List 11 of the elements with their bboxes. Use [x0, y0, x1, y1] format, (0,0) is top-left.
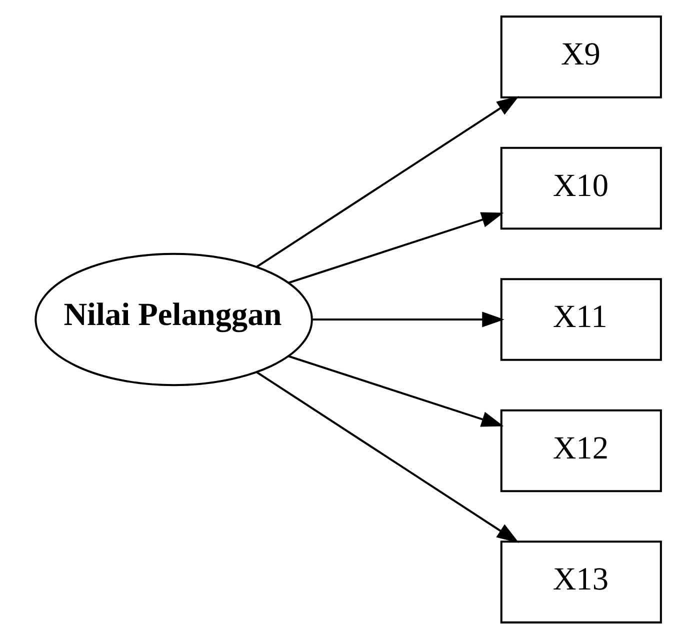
node-box: X12: [500, 409, 662, 492]
node-box: X10: [500, 146, 662, 230]
node-box: X9: [500, 16, 662, 98]
arrow: [311, 312, 504, 328]
node-box: X13: [500, 540, 662, 624]
arrow: [255, 371, 519, 543]
arrow: [288, 355, 504, 427]
node-ellipse: Nilai Pelanggan: [34, 252, 312, 386]
node-box: X11: [500, 278, 662, 361]
arrow: [255, 96, 519, 268]
arrow: [288, 212, 504, 284]
